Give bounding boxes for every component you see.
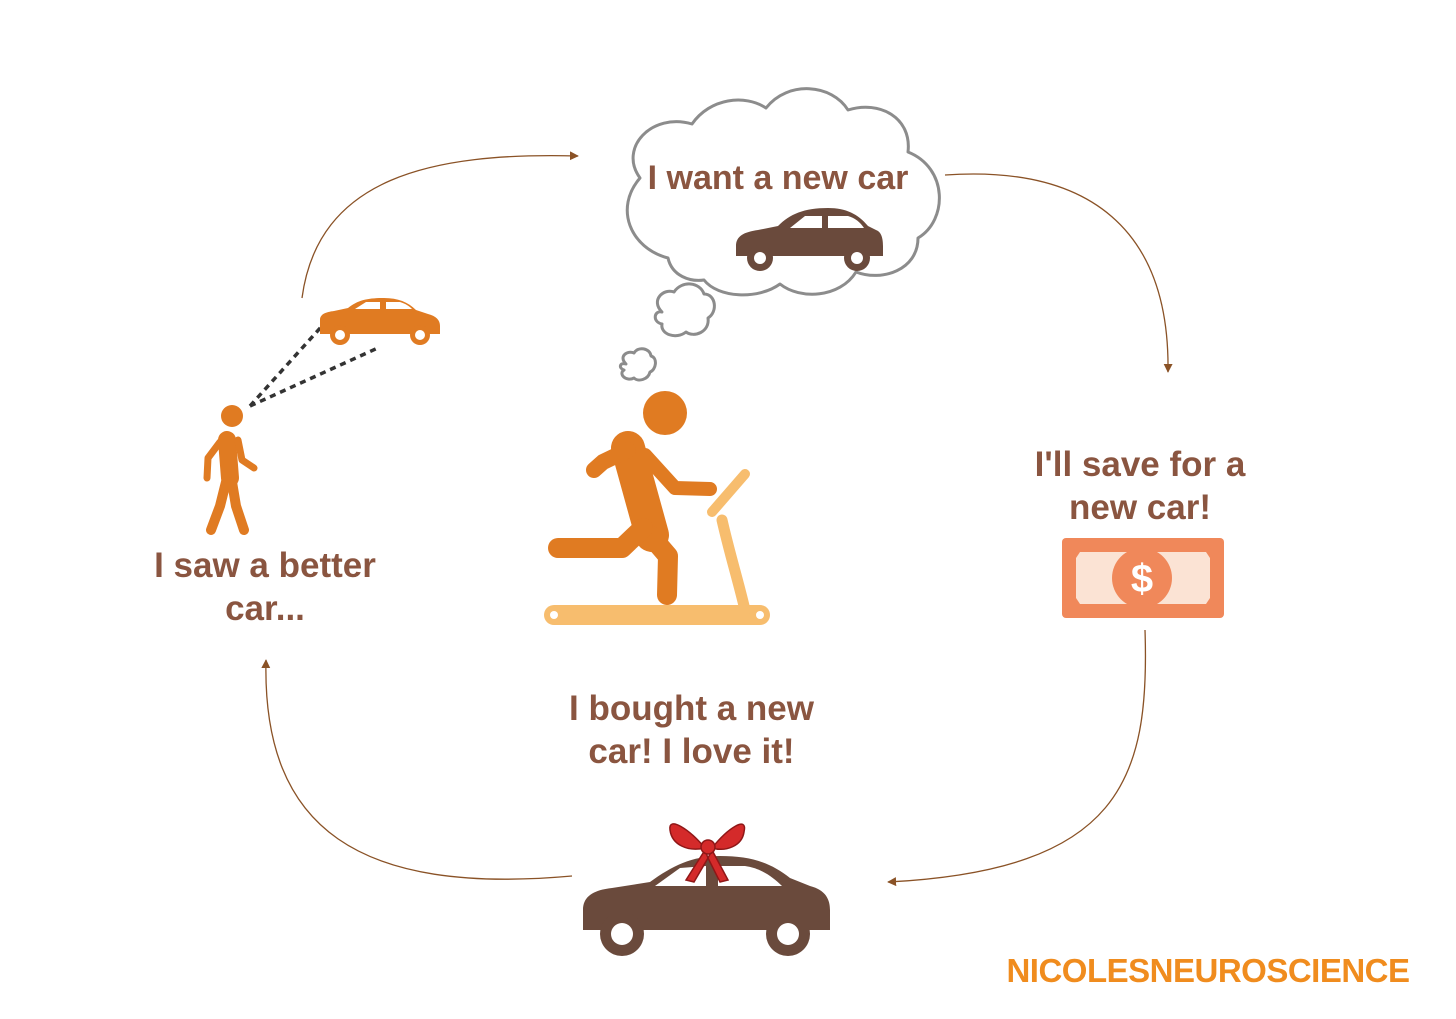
brown-car-icon [736, 208, 883, 271]
bought-label-line2: car! I love it! [588, 732, 795, 771]
arrow-icon [261, 659, 573, 880]
orange-car-icon [320, 298, 440, 345]
save-label-line2: new car! [1069, 488, 1211, 527]
thought-text: I want a new car [647, 159, 909, 197]
arrow-icon [301, 151, 579, 299]
runner-icon [548, 391, 717, 605]
saw-label-line1: I saw a better [154, 546, 376, 585]
gift-car-icon [583, 856, 830, 956]
money-symbol: $ [1131, 557, 1153, 601]
bought-label: I bought a new car! I love it! [540, 687, 843, 773]
save-label: I'll save for a new car! [990, 443, 1290, 529]
treadmill-icon [544, 469, 770, 625]
cycle-arrows [261, 151, 1173, 887]
thought-bubble-medium [653, 282, 716, 338]
walking-person-icon [203, 405, 258, 535]
bought-label-line1: I bought a new [569, 689, 814, 728]
save-label-line1: I'll save for a [1034, 445, 1246, 484]
brand-watermark: NICOLESNEUROSCIENCE [1006, 952, 1410, 989]
money-bill-icon: $ [1062, 538, 1224, 618]
sight-lines [248, 324, 381, 408]
arrow-icon [944, 173, 1173, 373]
arrow-icon [887, 629, 1147, 887]
thought-bubble-small [618, 347, 657, 382]
saw-label: I saw a better car... [115, 544, 415, 630]
bow-icon [669, 823, 746, 883]
saw-label-line2: car... [225, 589, 305, 628]
